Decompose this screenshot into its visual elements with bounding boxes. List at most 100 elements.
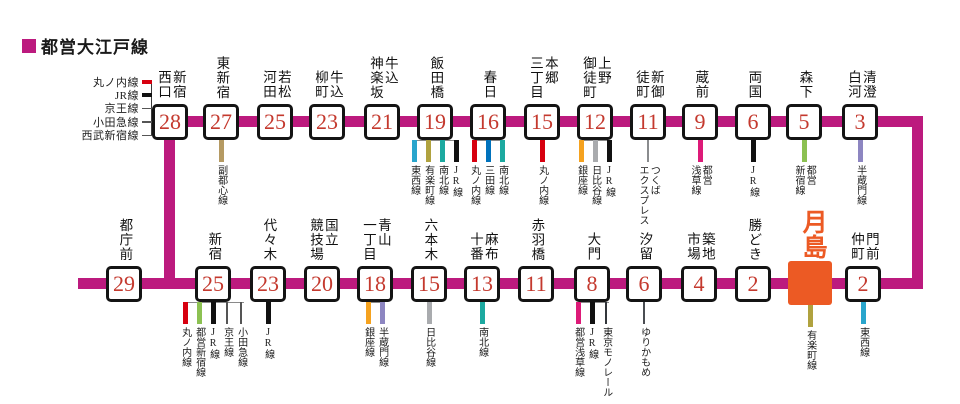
transfer-label: 京王線 <box>221 327 233 357</box>
station-box: 6 <box>626 266 662 302</box>
station-box: 28 <box>152 104 188 140</box>
station-name: 春日 <box>481 70 497 99</box>
station-number: 3 <box>854 109 866 134</box>
transfer-label: 東京モノレール <box>600 327 612 397</box>
station-number: 8 <box>586 271 598 296</box>
transfer-tick <box>750 140 756 162</box>
transfer-tick <box>379 302 385 324</box>
transfer-tick <box>485 140 491 162</box>
transfer-tick <box>453 140 459 162</box>
station-box: 23 <box>250 266 286 302</box>
station-number: 19 <box>424 109 446 134</box>
left-transfer-row: 京王線 <box>36 102 152 115</box>
station-name: 汐留 <box>637 232 653 261</box>
transfer-label: 南北線 <box>496 165 508 195</box>
station-number: 21 <box>371 109 393 134</box>
transfer-tick <box>578 140 584 162</box>
station-box: 29 <box>106 266 142 302</box>
transfer-label: 日比谷線 <box>589 165 601 205</box>
station-name: 六本木 <box>422 217 438 262</box>
transfer-tick <box>575 302 581 324</box>
transfer-label: 有楽町線 <box>804 330 816 370</box>
transfer-tick <box>218 140 224 162</box>
transfer-tick <box>210 302 216 324</box>
transfer-tick <box>411 140 417 162</box>
transfer-label: 京王線 <box>104 103 139 116</box>
station-number: 28 <box>159 109 181 134</box>
transfer-label: 丸ノ内線 <box>179 327 191 367</box>
transfer-label: 東西線 <box>857 327 869 357</box>
transfer-tick <box>142 134 152 136</box>
left-transfer-row: 西武新宿線 <box>36 129 152 142</box>
station-number: 27 <box>210 109 232 134</box>
transfer-label: JR線 <box>262 327 274 359</box>
station-name: 大門 <box>585 232 601 261</box>
station-name: 青山 一丁目 <box>361 217 391 262</box>
station-name: 新宿 西口 <box>156 70 186 99</box>
station-box: 8 <box>574 266 610 302</box>
station-number: 2 <box>747 271 759 296</box>
line-color-swatch <box>22 38 36 53</box>
station-number: 25 <box>202 271 224 296</box>
station-name: 若松 河田 <box>261 70 291 99</box>
transfer-label: 丸ノ内線 <box>93 76 139 89</box>
station-box: 11 <box>518 266 554 302</box>
station-name: 清澄 白河 <box>846 70 876 99</box>
station-name: 赤羽橋 <box>529 217 545 262</box>
oedo-line-right-segment <box>912 116 923 289</box>
station-box: 23 <box>309 104 345 140</box>
highlight-station-name: 月島 <box>799 209 827 259</box>
transfer-label: JR線 <box>114 90 139 103</box>
station-box: 21 <box>364 104 400 140</box>
transfer-bracket <box>365 302 385 304</box>
station-number: 23 <box>316 109 338 134</box>
transfer-tick <box>142 121 152 123</box>
station-box: 15 <box>411 266 447 302</box>
station-name: 牛込 柳町 <box>313 70 343 99</box>
station-name: 蔵前 <box>693 70 709 99</box>
transfer-bracket <box>411 140 459 142</box>
station-box: 11 <box>630 104 666 140</box>
station-number: 12 <box>584 109 606 134</box>
station-box: 27 <box>203 104 239 140</box>
station-number: 25 <box>264 109 286 134</box>
transfer-tick <box>539 140 545 162</box>
transfer-label: 都営新宿線 <box>193 327 205 377</box>
station-name: 新御 徒町 <box>634 70 664 99</box>
station-box: 20 <box>304 266 340 302</box>
transfer-tick <box>142 107 152 110</box>
station-box: 2 <box>845 266 881 302</box>
transfer-tick <box>226 302 228 324</box>
oedo-line-bottom-segment <box>78 278 923 289</box>
oedo-line-connector-segment <box>164 127 175 278</box>
station-box: 13 <box>464 266 500 302</box>
station-box: 25 <box>257 104 293 140</box>
transfer-label: 東西線 <box>408 165 420 195</box>
transfer-label: 半蔵門線 <box>376 327 388 367</box>
transfer-tick <box>425 140 431 162</box>
station-name: 牛込 神楽坂 <box>368 55 398 100</box>
transfer-label: 有楽町線 <box>422 165 434 205</box>
station-number: 6 <box>747 109 759 134</box>
transfer-label: JR線 <box>603 165 615 197</box>
transfer-tick <box>471 140 477 162</box>
transfer-tick <box>365 302 371 324</box>
station-name: 麻布 十番 <box>468 232 498 261</box>
transfer-tick <box>857 140 863 162</box>
transfer-tick <box>240 302 242 324</box>
transfer-label: 南北線 <box>436 165 448 195</box>
station-box: 3 <box>842 104 878 140</box>
station-number: 2 <box>857 271 869 296</box>
transfer-tick <box>142 79 152 84</box>
transfer-label: つくば エクスプレス <box>637 165 660 225</box>
transfer-label: JR線 <box>207 327 219 359</box>
station-number: 4 <box>693 271 705 296</box>
transfer-tick <box>801 140 807 162</box>
station-name: 本郷 三丁目 <box>528 55 558 100</box>
transfer-label: 半蔵門線 <box>854 165 866 205</box>
transfer-tick <box>606 140 612 162</box>
station-number: 20 <box>311 271 333 296</box>
transfer-tick <box>807 305 813 327</box>
